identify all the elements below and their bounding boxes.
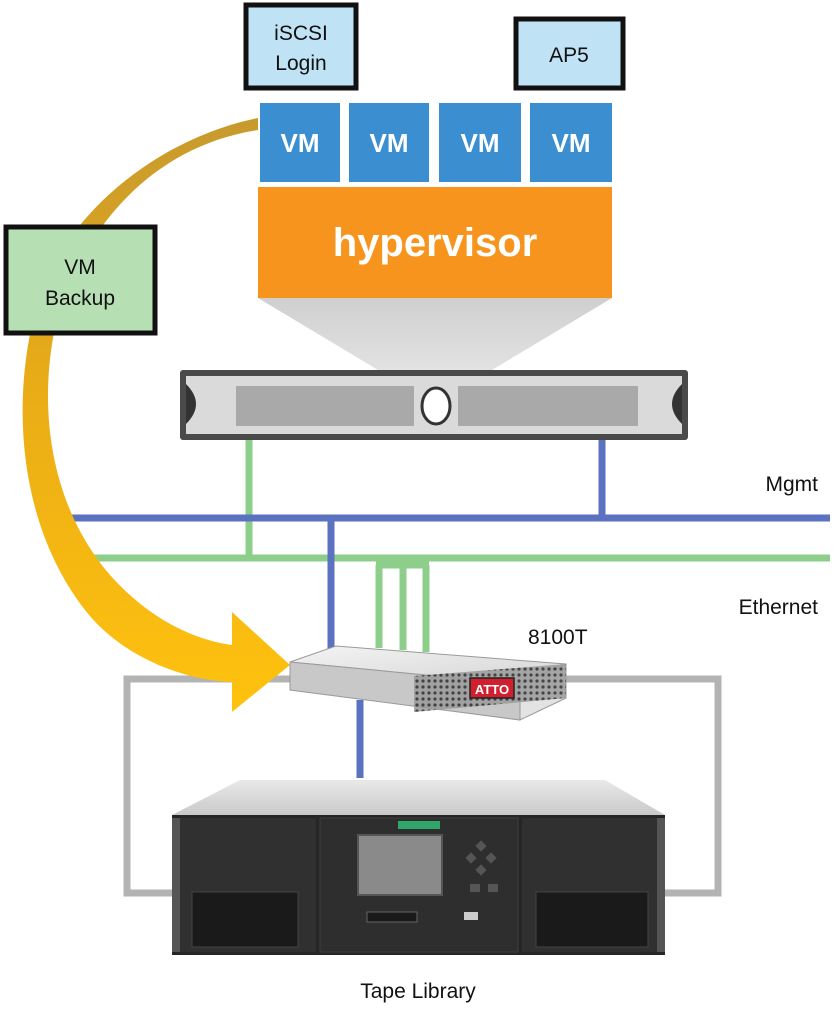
tape-library <box>172 780 665 955</box>
vm-backup-line1: VM <box>64 256 96 279</box>
hypervisor-label: hypervisor <box>333 221 538 265</box>
bridge-model-label: 8100T <box>528 626 588 649</box>
iscsi-login-line1: iSCSI <box>274 22 328 45</box>
atto-8100t-bridge: ATTO <box>289 645 567 721</box>
virtualization-cone <box>258 298 612 370</box>
sas-link-right <box>560 675 722 897</box>
vm-2: VM <box>349 103 429 182</box>
iscsi-login-box: iSCSI Login <box>243 2 359 91</box>
server-chassis <box>180 370 688 440</box>
ap5-box: AP5 <box>513 16 626 91</box>
vm-backup-box: VM Backup <box>3 224 158 336</box>
ethernet-label: Ethernet <box>739 596 819 619</box>
mgmt-label: Mgmt <box>766 473 819 496</box>
vm-backup-arrow <box>22 118 290 712</box>
vm-3: VM <box>439 103 521 182</box>
vm-4: VM <box>530 103 612 182</box>
vm-backup-line2: Backup <box>45 287 115 310</box>
vm-4-label: VM <box>552 128 591 158</box>
atto-logo: ATTO <box>475 682 509 697</box>
vm-2-label: VM <box>370 128 409 158</box>
vm-1-label: VM <box>281 128 320 158</box>
tape-library-label: Tape Library <box>360 980 476 1003</box>
iscsi-login-line2: Login <box>275 52 326 75</box>
hypervisor-block <box>258 187 612 298</box>
vm-1: VM <box>260 103 340 182</box>
ap5-label: AP5 <box>549 44 589 67</box>
library-display <box>357 834 443 896</box>
vm-3-label: VM <box>461 128 500 158</box>
